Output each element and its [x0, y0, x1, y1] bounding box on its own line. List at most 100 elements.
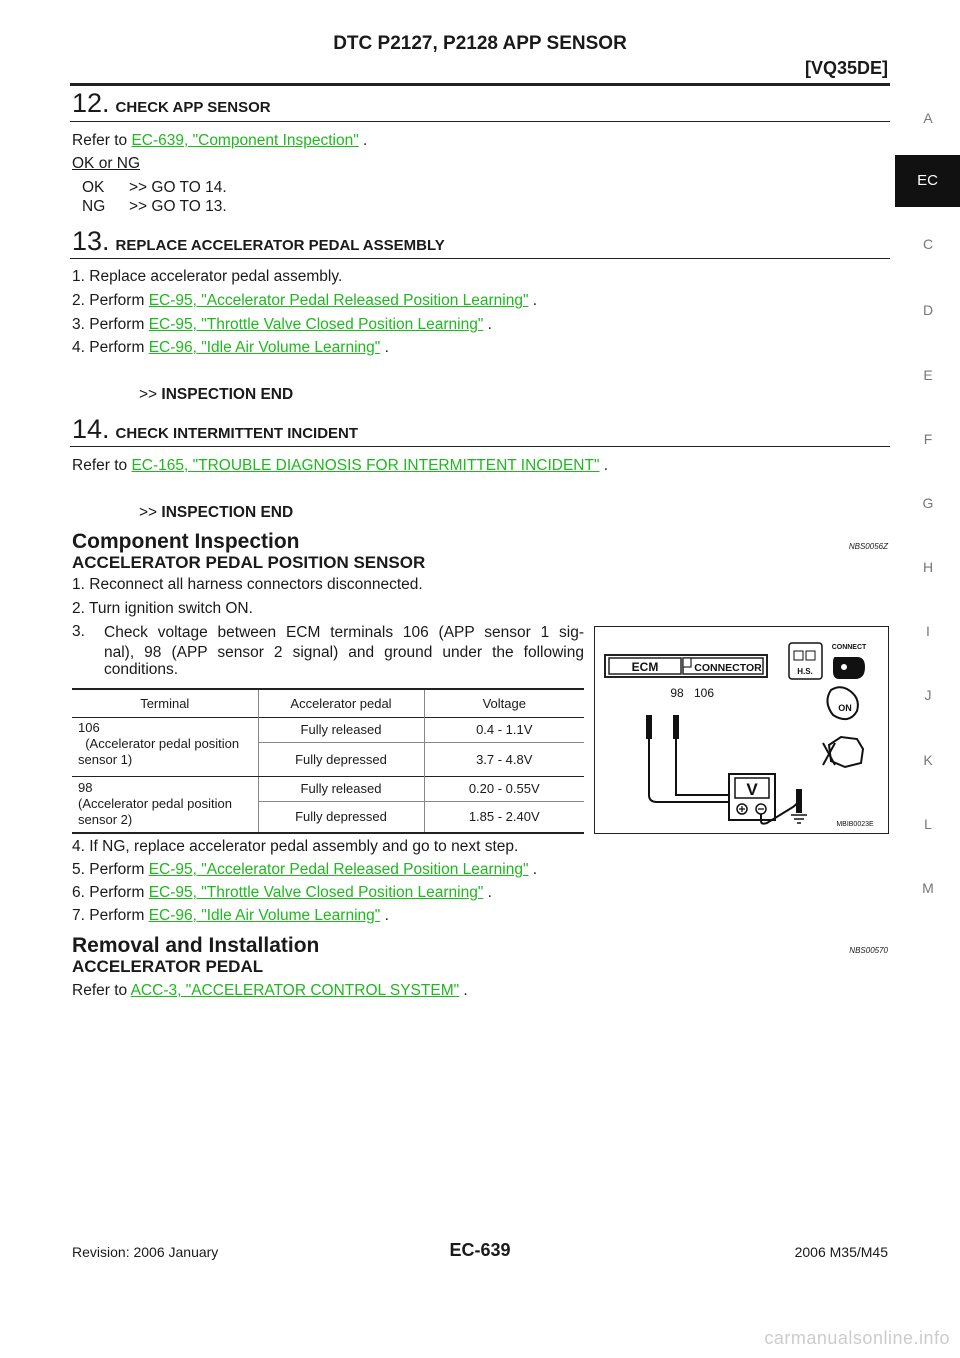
step-12-heading: 12. CHECK APP SENSOR: [72, 88, 271, 119]
side-letter-h[interactable]: H: [922, 559, 934, 575]
item-number: 7.: [72, 907, 85, 924]
item-number: 6.: [72, 884, 85, 901]
end-text: INSPECTION END: [161, 386, 294, 403]
item-suffix: .: [380, 907, 389, 924]
voltmeter-symbol: V: [746, 780, 758, 799]
item-text: Perform: [89, 292, 149, 309]
side-tab-ec[interactable]: EC: [895, 155, 960, 207]
revision-text: Revision: 2006 January: [72, 1244, 219, 1260]
step-12-ref: Refer to EC-639, "Component Inspection" …: [72, 132, 367, 150]
item-suffix: .: [528, 292, 538, 309]
component-inspection-link[interactable]: EC-639, "Component Inspection": [131, 132, 359, 149]
ng-label: NG: [82, 198, 106, 215]
item-suffix: .: [528, 861, 538, 878]
side-letter-l[interactable]: L: [924, 816, 932, 832]
list-item: 7. Perform EC-96, "Idle Air Volume Learn…: [72, 907, 389, 925]
throttle-learning-link[interactable]: EC-95, "Throttle Valve Closed Position L…: [148, 884, 484, 901]
page-title: DTC P2127, P2128 APP SENSOR: [333, 33, 627, 54]
pedal-learning-link[interactable]: EC-95, "Accelerator Pedal Released Posit…: [148, 861, 529, 878]
step-number: 13.: [72, 226, 110, 256]
watermark: carmanualsonline.info: [764, 1328, 950, 1348]
step-3-line: conditions.: [104, 661, 179, 678]
item-text: Perform: [89, 339, 149, 356]
step-3-line: nal), 98 (APP sensor 2 signal) and groun…: [104, 644, 584, 661]
item-number: 3.: [72, 316, 85, 333]
item-number: 2.: [72, 600, 85, 617]
voltage-cell: 1.85 - 2.40V: [468, 809, 540, 825]
side-letter-e[interactable]: E: [923, 367, 933, 383]
idle-air-learning-link[interactable]: EC-96, "Idle Air Volume Learning": [148, 339, 381, 356]
hs-label: H.S.: [797, 667, 813, 676]
end-text: INSPECTION END: [161, 504, 294, 521]
side-letter-f[interactable]: F: [923, 431, 933, 447]
terminal-line: sensor 2): [78, 811, 133, 827]
voltmeter-display: [734, 777, 770, 799]
accelerator-control-link[interactable]: ACC-3, "ACCELERATOR CONTROL SYSTEM": [130, 982, 460, 999]
ok-or-ng-label: OK or NG: [72, 155, 141, 172]
end-arrow: >>: [139, 504, 158, 521]
header-rule: [70, 83, 890, 86]
side-letter-g[interactable]: G: [922, 495, 934, 511]
pedal-cell: Fully released: [258, 717, 425, 742]
pedal-learning-link[interactable]: EC-95, "Accelerator Pedal Released Posit…: [148, 292, 529, 309]
item-text: Perform: [89, 884, 149, 901]
header-pedal: Accelerator pedal: [258, 689, 425, 717]
item-text: If NG, replace accelerator pedal assembl…: [89, 838, 519, 855]
step-title: CHECK INTERMITTENT INCIDENT: [115, 425, 359, 442]
step-rule: [70, 446, 890, 447]
header-terminal: Terminal: [72, 689, 259, 717]
ref-prefix: Refer to: [72, 457, 132, 474]
diagram-svg: ECM CONNECTOR 98 106 V H.S. CONNECT ON M…: [604, 642, 874, 828]
list-item: 6. Perform EC-95, "Throttle Valve Closed…: [72, 884, 492, 902]
item-suffix: .: [483, 316, 492, 333]
item-number: 4.: [72, 339, 85, 356]
app-sensor-subtitle: ACCELERATOR PEDAL POSITION SENSOR: [72, 553, 426, 572]
ref-suffix: .: [599, 457, 609, 474]
list-item: 4. If NG, replace accelerator pedal asse…: [72, 838, 518, 856]
ok-action: >> GO TO 14.: [129, 179, 227, 196]
side-letter-a[interactable]: A: [923, 110, 933, 126]
step-number: 14.: [72, 414, 110, 444]
side-letter-k[interactable]: K: [923, 752, 933, 768]
ref-prefix: Refer to: [72, 132, 132, 149]
removal-title: Removal and Installation: [72, 934, 320, 957]
end-arrow: >>: [139, 386, 158, 403]
throttle-learning-link[interactable]: EC-95, "Throttle Valve Closed Position L…: [148, 316, 484, 333]
ref-prefix: Refer to: [72, 982, 131, 999]
voltage-cell: 3.7 - 4.8V: [476, 751, 533, 767]
step-number: 12.: [72, 88, 110, 118]
ground-probe: [796, 789, 802, 813]
list-item: 4. Perform EC-96, "Idle Air Volume Learn…: [72, 339, 389, 357]
component-inspection-title: Component Inspection: [72, 530, 300, 553]
item-suffix: .: [483, 884, 492, 901]
side-letter-d[interactable]: D: [922, 302, 934, 318]
pin-106-label: 106: [694, 686, 714, 700]
lead-106: [675, 739, 735, 796]
figure-code: MBIB0023E: [836, 821, 874, 828]
wiring-diagram: ECM CONNECTOR 98 106 V H.S. CONNECT ON M…: [594, 626, 889, 834]
step-rule: [70, 121, 890, 122]
pedal-cell: Fully depressed: [258, 801, 425, 833]
accelerator-pedal-subtitle: ACCELERATOR PEDAL: [72, 957, 264, 976]
step-14-heading: 14. CHECK INTERMITTENT INCIDENT: [72, 414, 358, 445]
pedal-cell: Fully depressed: [258, 742, 425, 776]
side-letter-c[interactable]: C: [922, 236, 934, 252]
table-row: Fully depressed 1.85 - 2.40V: [72, 801, 584, 833]
connector-latch: [682, 657, 692, 668]
step-title: CHECK APP SENSOR: [115, 99, 271, 116]
item-suffix: .: [380, 339, 389, 356]
side-letter-i[interactable]: I: [926, 623, 930, 639]
ignition-on-label: ON: [838, 703, 852, 713]
connector-label: CONNECTOR: [694, 662, 762, 674]
ref-suffix: .: [459, 982, 468, 999]
plug-pin-icon: [841, 664, 847, 670]
side-letter-m[interactable]: M: [922, 880, 934, 896]
idle-air-learning-link[interactable]: EC-96, "Idle Air Volume Learning": [148, 907, 381, 924]
plus-sign-icon: [739, 806, 745, 812]
side-letter-j[interactable]: J: [924, 687, 932, 703]
table-header-row: Terminal Accelerator pedal Voltage: [72, 689, 584, 717]
intermittent-incident-link[interactable]: EC-165, "TROUBLE DIAGNOSIS FOR INTERMITT…: [131, 457, 600, 474]
step-3-line: Check voltage between ECM terminals 106 …: [104, 624, 584, 641]
harness-plug-icon: [793, 650, 816, 661]
